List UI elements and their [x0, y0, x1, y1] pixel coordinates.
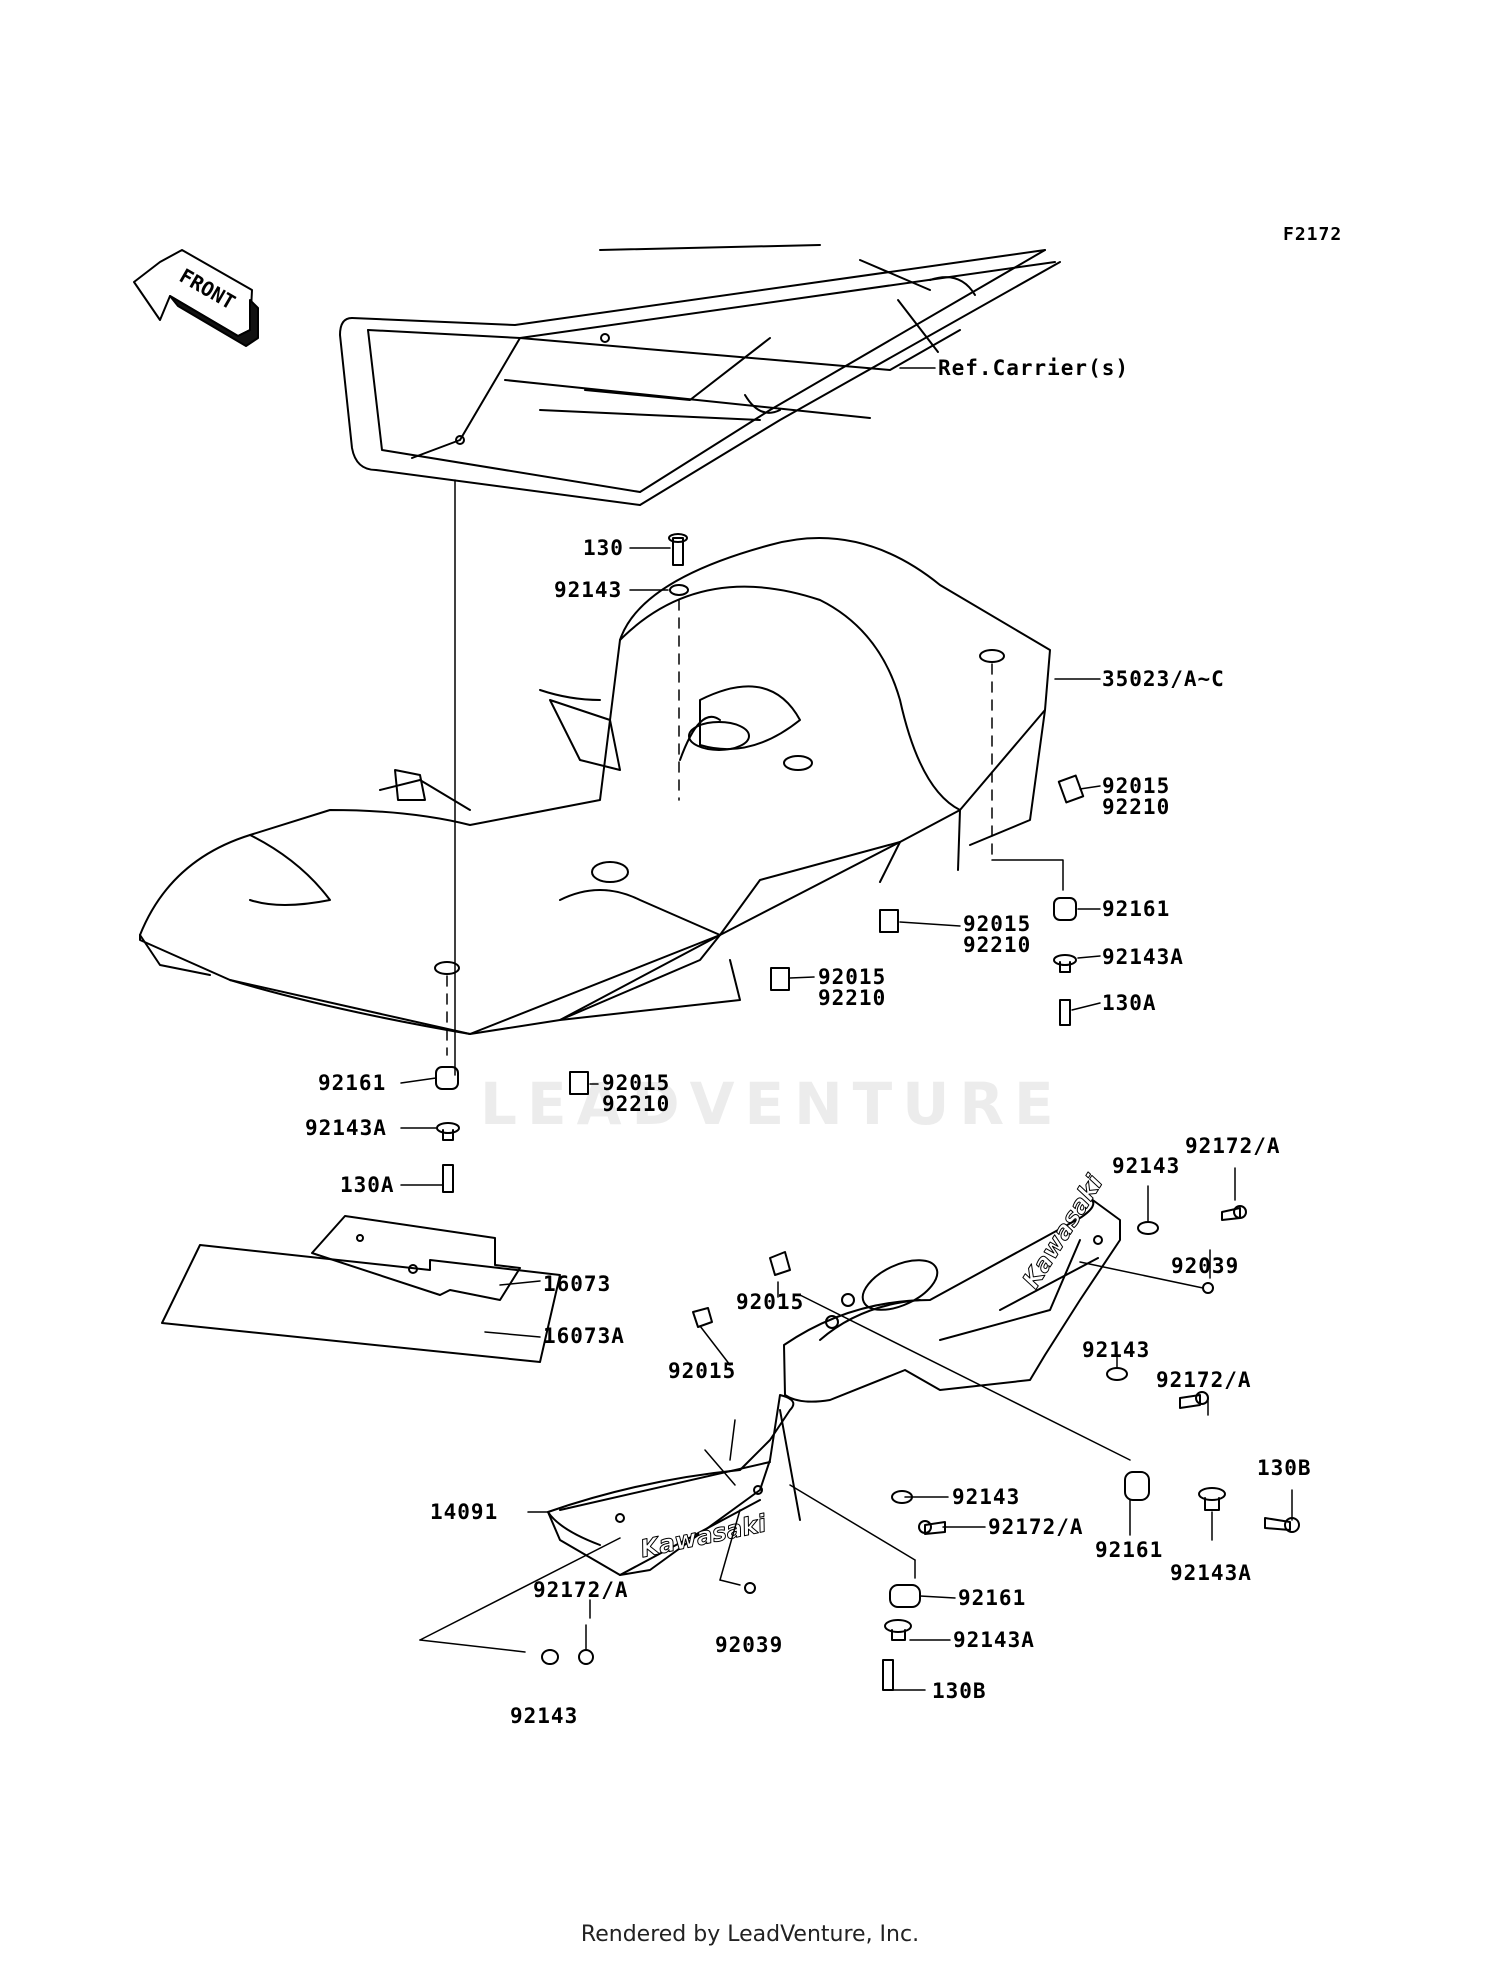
- callout-92172A-sr1[interactable]: 92172/A: [1185, 1134, 1281, 1158]
- callout-92161-l[interactable]: 92161: [318, 1071, 387, 1095]
- washer-92143-icon: [669, 584, 689, 596]
- mat-16073: [311, 1215, 521, 1301]
- leader-line: [991, 859, 1064, 891]
- callout-92172A-bl[interactable]: 92172/A: [533, 1578, 629, 1602]
- figure-code: F2172: [1283, 224, 1343, 245]
- callout-92143-bl[interactable]: 92143: [510, 1704, 579, 1728]
- callout-92143A-s2[interactable]: 92143A: [953, 1628, 1035, 1652]
- rear-fender: [139, 537, 1051, 1035]
- callout-92143A-r[interactable]: 92143A: [1102, 945, 1184, 969]
- callout-92210-m2[interactable]: 92210: [818, 986, 887, 1010]
- callout-92015-m2[interactable]: 92015: [818, 965, 887, 989]
- side-cover-right: [783, 1197, 1121, 1403]
- mat-16073A: [161, 1244, 561, 1363]
- decal-kawasaki-front: Kawasaki: [638, 1509, 770, 1563]
- callout-92143-s3[interactable]: 92143: [952, 1485, 1021, 1509]
- callout-92210-r1[interactable]: 92210: [1102, 795, 1171, 819]
- callout-92161-r[interactable]: 92161: [1102, 897, 1171, 921]
- callout-92143A-l[interactable]: 92143A: [305, 1116, 387, 1140]
- callout-92172A-s3[interactable]: 92172/A: [988, 1515, 1084, 1539]
- callout-14091[interactable]: 14091: [430, 1500, 499, 1524]
- callout-92143-sr1[interactable]: 92143: [1112, 1154, 1181, 1178]
- callout-92015-m1[interactable]: 92015: [963, 912, 1032, 936]
- leader-lines: [400, 367, 1293, 1691]
- callout-92172A-sr2[interactable]: 92172/A: [1156, 1368, 1252, 1392]
- footer-credit: Rendered by LeadVenture, Inc.: [580, 1922, 920, 1947]
- callout-130[interactable]: 130: [583, 536, 624, 560]
- callout-130A-l[interactable]: 130A: [340, 1173, 395, 1197]
- callout-92143-sr2[interactable]: 92143: [1082, 1338, 1151, 1362]
- callout-92015-s2[interactable]: 92015: [668, 1359, 737, 1383]
- bolt-130-icon: [668, 533, 688, 566]
- callout-92143-top[interactable]: 92143: [554, 578, 623, 602]
- callout-130B-r[interactable]: 130B: [1257, 1456, 1312, 1480]
- callout-92210-m1[interactable]: 92210: [963, 933, 1032, 957]
- callout-92210-b[interactable]: 92210: [602, 1092, 671, 1116]
- callout-92015-s1[interactable]: 92015: [736, 1290, 805, 1314]
- rear-carrier-rack: [339, 244, 1061, 506]
- callout-92039-b[interactable]: 92039: [715, 1633, 784, 1657]
- callout-35023[interactable]: 35023/A~C: [1102, 667, 1225, 691]
- front-arrow-icon: FRONT: [133, 249, 259, 347]
- decal-kawasaki-right: Kawasaki: [1017, 1169, 1109, 1293]
- clip-nuts: [569, 774, 1085, 1095]
- callout-130B-b[interactable]: 130B: [932, 1679, 987, 1703]
- callout-92039-sr[interactable]: 92039: [1171, 1254, 1240, 1278]
- callout-92143A-s[interactable]: 92143A: [1170, 1561, 1252, 1585]
- callout-16073[interactable]: 16073: [543, 1272, 612, 1296]
- callout-92015-b[interactable]: 92015: [602, 1071, 671, 1095]
- watermark: LEADVENTURE: [480, 1070, 1064, 1138]
- callout-130A-r[interactable]: 130A: [1102, 991, 1157, 1015]
- callout-16073A[interactable]: 16073A: [543, 1324, 625, 1348]
- callout-92161-s[interactable]: 92161: [1095, 1538, 1164, 1562]
- side-cover-14091: [547, 1394, 801, 1576]
- callout-92015-r1[interactable]: 92015: [1102, 774, 1171, 798]
- mount-stack-right: [1053, 897, 1077, 1026]
- callout-ref-carrier[interactable]: Ref.Carrier(s): [938, 356, 1130, 380]
- callout-92161-s2[interactable]: 92161: [958, 1586, 1027, 1610]
- mount-stack-left: [435, 1066, 460, 1193]
- hardware-icons: [541, 1205, 1300, 1691]
